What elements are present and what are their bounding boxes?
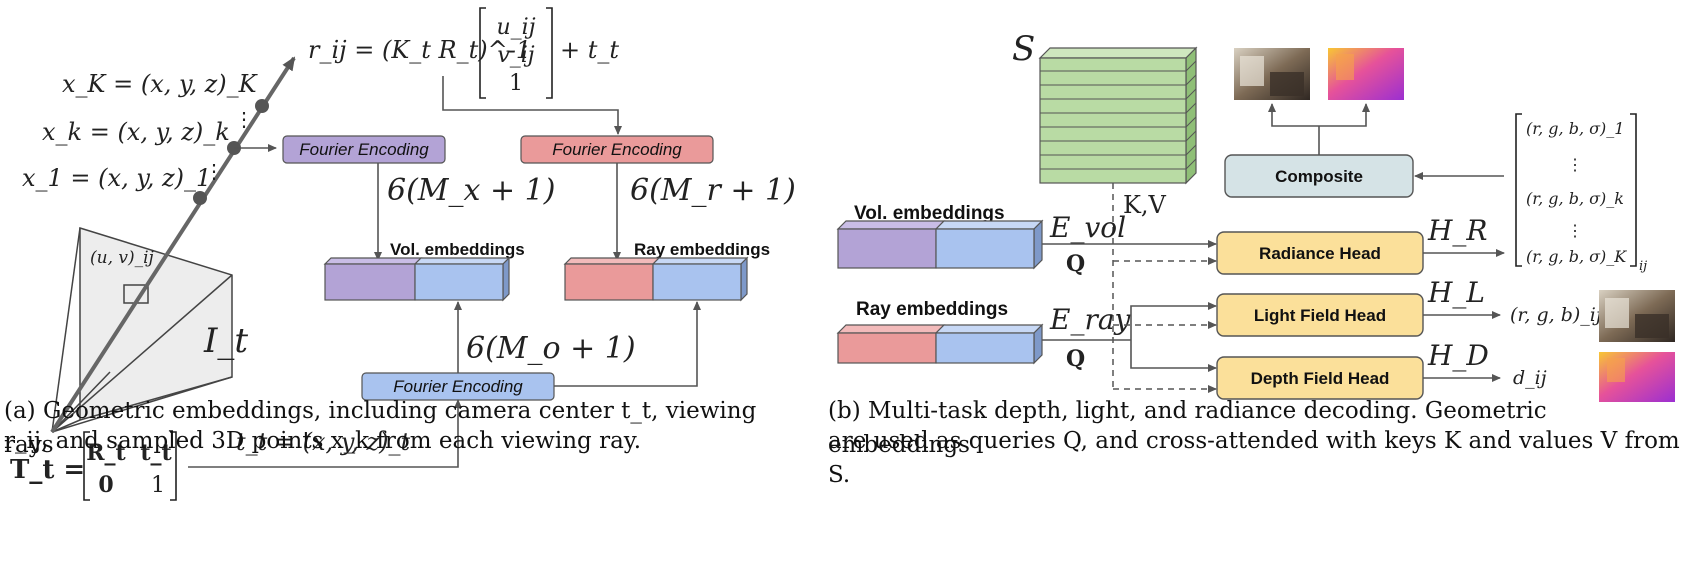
rgb-thumbnail-bottom [1599, 290, 1675, 342]
svg-text:R_t: R_t [86, 440, 126, 466]
svg-text:⋮: ⋮ [1567, 155, 1583, 174]
depth-thumbnail-top [1328, 48, 1404, 100]
rgb-thumbnail-top [1234, 48, 1310, 100]
pose-matrix: R_t t_t 0 1 [83, 431, 177, 501]
caption-b-line1: (b) Multi-task depth, light, and radianc… [828, 398, 1547, 458]
composite-box: Composite [1224, 154, 1414, 198]
svg-text:Depth Field Head: Depth Field Head [1251, 369, 1390, 388]
svg-text:Fourier Encoding: Fourier Encoding [299, 140, 429, 159]
svg-text:⋮: ⋮ [204, 159, 224, 183]
svg-text:(r, g, b, σ)_1: (r, g, b, σ)_1 [1526, 119, 1624, 138]
light-field-head: Light Field Head [1216, 293, 1424, 337]
pixel-label: (u, v)_ij [90, 248, 155, 268]
ray-vector: u_ij v_ij 1 [479, 7, 553, 99]
svg-text:ij: ij [1639, 259, 1647, 274]
svg-text:Light Field Head: Light Field Head [1254, 306, 1386, 325]
h-l-label: H_L [1427, 276, 1485, 309]
depth-output: d_ij [1513, 367, 1547, 389]
dim-points: 6(M_x + 1) [387, 173, 555, 208]
q-label-vol: Q [1066, 251, 1085, 277]
ray-point-K [255, 99, 269, 113]
h-d-label: H_D [1427, 339, 1489, 372]
h-r-label: H_R [1427, 214, 1488, 247]
ray-plus: + t_t [560, 36, 619, 64]
dim-origin: 6(M_o + 1) [466, 331, 636, 366]
svg-text:0: 0 [98, 472, 113, 498]
ray-embedding-bar-b [836, 323, 1044, 365]
viewing-ray [50, 56, 296, 434]
svg-text:Fourier Encoding: Fourier Encoding [552, 140, 682, 159]
svg-text:t_t: t_t [140, 440, 172, 466]
dim-rays: 6(M_r + 1) [630, 173, 796, 208]
point-label-K: x_K = (x, y, z)_K [62, 70, 259, 98]
point-label-k: x_k = (x, y, z)_k [42, 118, 230, 146]
set-stack [1038, 46, 1198, 185]
svg-text:1: 1 [151, 473, 165, 498]
vol-embeddings-label-a: Vol. embeddings [390, 240, 525, 259]
svg-text:Composite: Composite [1275, 167, 1363, 186]
vol-embedding-bar-a [323, 256, 511, 302]
svg-text:(r, g, b, σ)_K: (r, g, b, σ)_K [1526, 247, 1627, 266]
eps-vol: E_vol [1049, 211, 1126, 244]
svg-text:1: 1 [509, 71, 523, 96]
svg-text:Radiance Head: Radiance Head [1259, 244, 1381, 263]
caption-b-line2: are used as queries Q, and cross-attende… [828, 428, 1680, 488]
svg-text:⋮: ⋮ [234, 107, 254, 131]
fourier-encoding-rays: Fourier Encoding [520, 135, 714, 164]
radiance-head: Radiance Head [1216, 231, 1424, 275]
svg-text:Fourier Encoding: Fourier Encoding [393, 377, 523, 396]
sample-vector: (r, g, b, σ)_1 ⋮ (r, g, b, σ)_k ⋮ (r, g,… [1515, 113, 1647, 274]
ray-formula: r_ij = (K_t R_t)^-1 [308, 36, 531, 64]
caption-a-line1: (a) Geometric embeddings, including came… [4, 398, 757, 458]
point-label-1: x_1 = (x, y, z)_1 [22, 164, 211, 192]
eps-ray: E_ray [1049, 303, 1132, 336]
ray-embeddings-label-a: Ray embeddings [634, 240, 770, 259]
image-label: I_t [203, 321, 248, 361]
q-label-ray: Q [1066, 346, 1085, 372]
caption-a-line2: r_ij, and sampled 3D points x_k from eac… [4, 428, 642, 454]
depth-thumbnail-bottom [1599, 352, 1675, 402]
ray-embedding-bar-a [563, 256, 749, 302]
kv-label: K,V [1123, 191, 1167, 219]
panel-b: S K,V Vol. embeddings [836, 29, 1675, 402]
fourier-encoding-points: Fourier Encoding [282, 135, 446, 164]
svg-text:u_ij: u_ij [496, 15, 535, 40]
panel-a: ⋮ ⋮ (u, v)_ij I_t x_K = (x, y, z)_K x_k … [10, 7, 796, 501]
center-label: t_t = (x, y, z)_t [236, 428, 410, 456]
vol-embedding-bar-b [836, 219, 1044, 270]
svg-text:v_ij: v_ij [497, 43, 534, 68]
camera-frustum [51, 226, 233, 433]
depth-field-head: Depth Field Head [1216, 356, 1424, 400]
light-output: (r, g, b)_ij [1510, 304, 1602, 326]
ray-embeddings-label-b: Ray embeddings [856, 299, 1008, 320]
svg-text:(r, g, b, σ)_k: (r, g, b, σ)_k [1526, 189, 1624, 208]
set-label: S [1012, 29, 1035, 69]
svg-text:⋮: ⋮ [1567, 221, 1583, 240]
vol-embeddings-label-b: Vol. embeddings [854, 203, 1005, 224]
ray-point-1 [193, 191, 207, 205]
pose-label: T_t = [10, 455, 85, 485]
